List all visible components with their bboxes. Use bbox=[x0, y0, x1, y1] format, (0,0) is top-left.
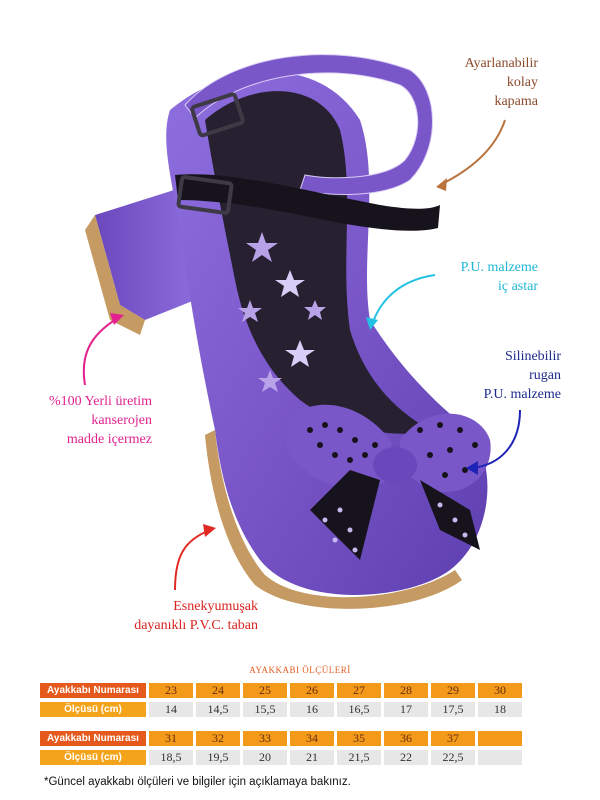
size-cell: 29 bbox=[431, 683, 475, 698]
cm-cell: 17 bbox=[384, 702, 428, 717]
callout-local-line1: %100 Yerli üretim bbox=[48, 394, 152, 409]
size-cell: 37 bbox=[431, 731, 475, 746]
size-row-label: Ayakkabı Numarası bbox=[40, 683, 146, 698]
size-cell: 32 bbox=[196, 731, 240, 746]
black-strap bbox=[175, 174, 440, 231]
arrowhead-patent-icon bbox=[466, 461, 478, 475]
buckle-top-icon bbox=[190, 92, 245, 138]
callout-local-line2: kanserojen bbox=[91, 413, 152, 428]
cm-cell: 14 bbox=[149, 702, 193, 717]
callout-local-line3: madde içermez bbox=[66, 432, 152, 447]
buckle-bottom-icon bbox=[176, 175, 234, 215]
size-row-block2: Ayakkabı Numarası 31 32 33 34 35 36 37 bbox=[40, 731, 522, 746]
cm-cell-empty bbox=[478, 750, 522, 765]
size-cell: 27 bbox=[337, 683, 381, 698]
arrowhead-adjustable-icon bbox=[436, 178, 447, 191]
size-cell: 28 bbox=[384, 683, 428, 698]
size-cell: 23 bbox=[149, 683, 193, 698]
size-cell: 36 bbox=[384, 731, 428, 746]
cm-cell: 16 bbox=[290, 702, 334, 717]
cm-row-block2: Ölçüsü (cm) 18,5 19,5 20 21 21,5 22 22,5 bbox=[40, 750, 522, 765]
size-row-label: Ayakkabı Numarası bbox=[40, 731, 146, 746]
callout-patent-line1: Silinebilir bbox=[505, 349, 561, 364]
callout-lining-line2: iç astar bbox=[497, 279, 538, 294]
size-row-block1: Ayakkabı Numarası 23 24 25 26 27 28 29 3… bbox=[40, 683, 522, 698]
polka-dot-bow bbox=[285, 404, 491, 560]
size-table-title: AYAKKABI ÖLÇÜLERİ bbox=[249, 665, 351, 675]
arrow-local bbox=[82, 317, 119, 386]
footnote: *Güncel ayakkabı ölçüleri ve bilgiler iç… bbox=[44, 776, 351, 788]
callout-patent: Silinebilir rugan P.U. malzeme bbox=[440, 347, 561, 404]
arrowhead-lining-icon bbox=[366, 317, 378, 330]
callout-sole-line1: Esnekyumuşak bbox=[173, 599, 258, 614]
size-cell: 24 bbox=[196, 683, 240, 698]
callout-patent-line2: rugan bbox=[529, 368, 561, 383]
shoe-illustration bbox=[82, 54, 521, 609]
size-cell: 34 bbox=[290, 731, 334, 746]
size-cell: 30 bbox=[478, 683, 522, 698]
cm-cell: 22,5 bbox=[431, 750, 475, 765]
cm-cell: 14,5 bbox=[196, 702, 240, 717]
cm-cell: 19,5 bbox=[196, 750, 240, 765]
cm-cell: 15,5 bbox=[243, 702, 287, 717]
callout-lining: P.U. malzeme iç astar bbox=[420, 258, 538, 296]
cm-cell: 21,5 bbox=[337, 750, 381, 765]
cm-cell: 16,5 bbox=[337, 702, 381, 717]
arrow-sole bbox=[174, 529, 211, 591]
callout-sole: Esnekyumuşak dayanıklı P.V.C. taban bbox=[110, 597, 258, 635]
cm-cell: 18,5 bbox=[149, 750, 193, 765]
size-cell: 33 bbox=[243, 731, 287, 746]
callout-lining-line1: P.U. malzeme bbox=[460, 260, 538, 275]
cm-cell: 22 bbox=[384, 750, 428, 765]
arrowhead-sole-icon bbox=[203, 524, 216, 537]
arrow-adjustable bbox=[439, 119, 506, 186]
callout-local: %100 Yerli üretim kanserojen madde içerm… bbox=[30, 392, 152, 449]
callout-sole-line2: dayanıklı P.V.C. taban bbox=[134, 618, 258, 633]
arrowhead-local-icon bbox=[110, 313, 124, 325]
size-cell: 26 bbox=[290, 683, 334, 698]
arrow-lining bbox=[371, 274, 436, 326]
callout-adjustable-line1: Ayarlanabilir bbox=[464, 56, 538, 71]
size-cell: 35 bbox=[337, 731, 381, 746]
size-cell: 25 bbox=[243, 683, 287, 698]
cm-cell: 17,5 bbox=[431, 702, 475, 717]
shoe-sole bbox=[205, 430, 462, 609]
callout-adjustable-line2: kolay bbox=[506, 75, 538, 90]
cm-row-block1: Ölçüsü (cm) 14 14,5 15,5 16 16,5 17 17,5… bbox=[40, 702, 522, 717]
callout-adjustable: Ayarlanabilir kolay kapama bbox=[430, 54, 538, 111]
cm-row-label: Ölçüsü (cm) bbox=[40, 750, 146, 765]
size-cell-empty bbox=[478, 731, 522, 746]
arrow-patent bbox=[471, 409, 521, 469]
shoe-heel bbox=[85, 185, 195, 335]
size-cell: 31 bbox=[149, 731, 193, 746]
cm-cell: 21 bbox=[290, 750, 334, 765]
shoe-lining bbox=[205, 91, 430, 434]
cm-row-label: Ölçüsü (cm) bbox=[40, 702, 146, 717]
cm-cell: 18 bbox=[478, 702, 522, 717]
lining-stars bbox=[238, 232, 326, 392]
callout-patent-line3: P.U. malzeme bbox=[483, 387, 561, 402]
cm-cell: 20 bbox=[243, 750, 287, 765]
callout-adjustable-line3: kapama bbox=[494, 94, 538, 109]
